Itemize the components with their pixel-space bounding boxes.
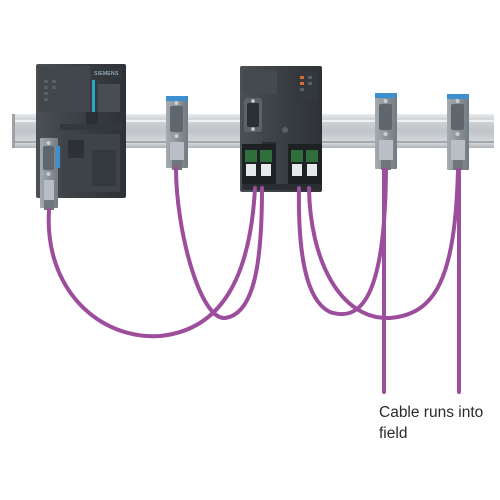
cpu-bus-connector	[40, 138, 60, 210]
bus-connector	[375, 93, 397, 170]
cable-repeater-to-connector3	[296, 168, 388, 317]
repeater-module	[240, 66, 322, 192]
status-led-panel	[44, 80, 56, 101]
cable-connector2-to-repeater	[174, 166, 264, 320]
terminal-block-left	[242, 144, 276, 184]
terminal-block-right	[288, 144, 322, 184]
bus-connector	[447, 94, 469, 170]
bus-connector	[166, 96, 188, 170]
cable-caption: Cable runs into field	[379, 404, 484, 442]
cable-cpu-to-repeater	[46, 186, 257, 339]
profibus-cables	[46, 166, 461, 394]
brand-label: SIEMENS	[94, 71, 119, 77]
cable-repeater-to-connector4	[307, 168, 460, 321]
